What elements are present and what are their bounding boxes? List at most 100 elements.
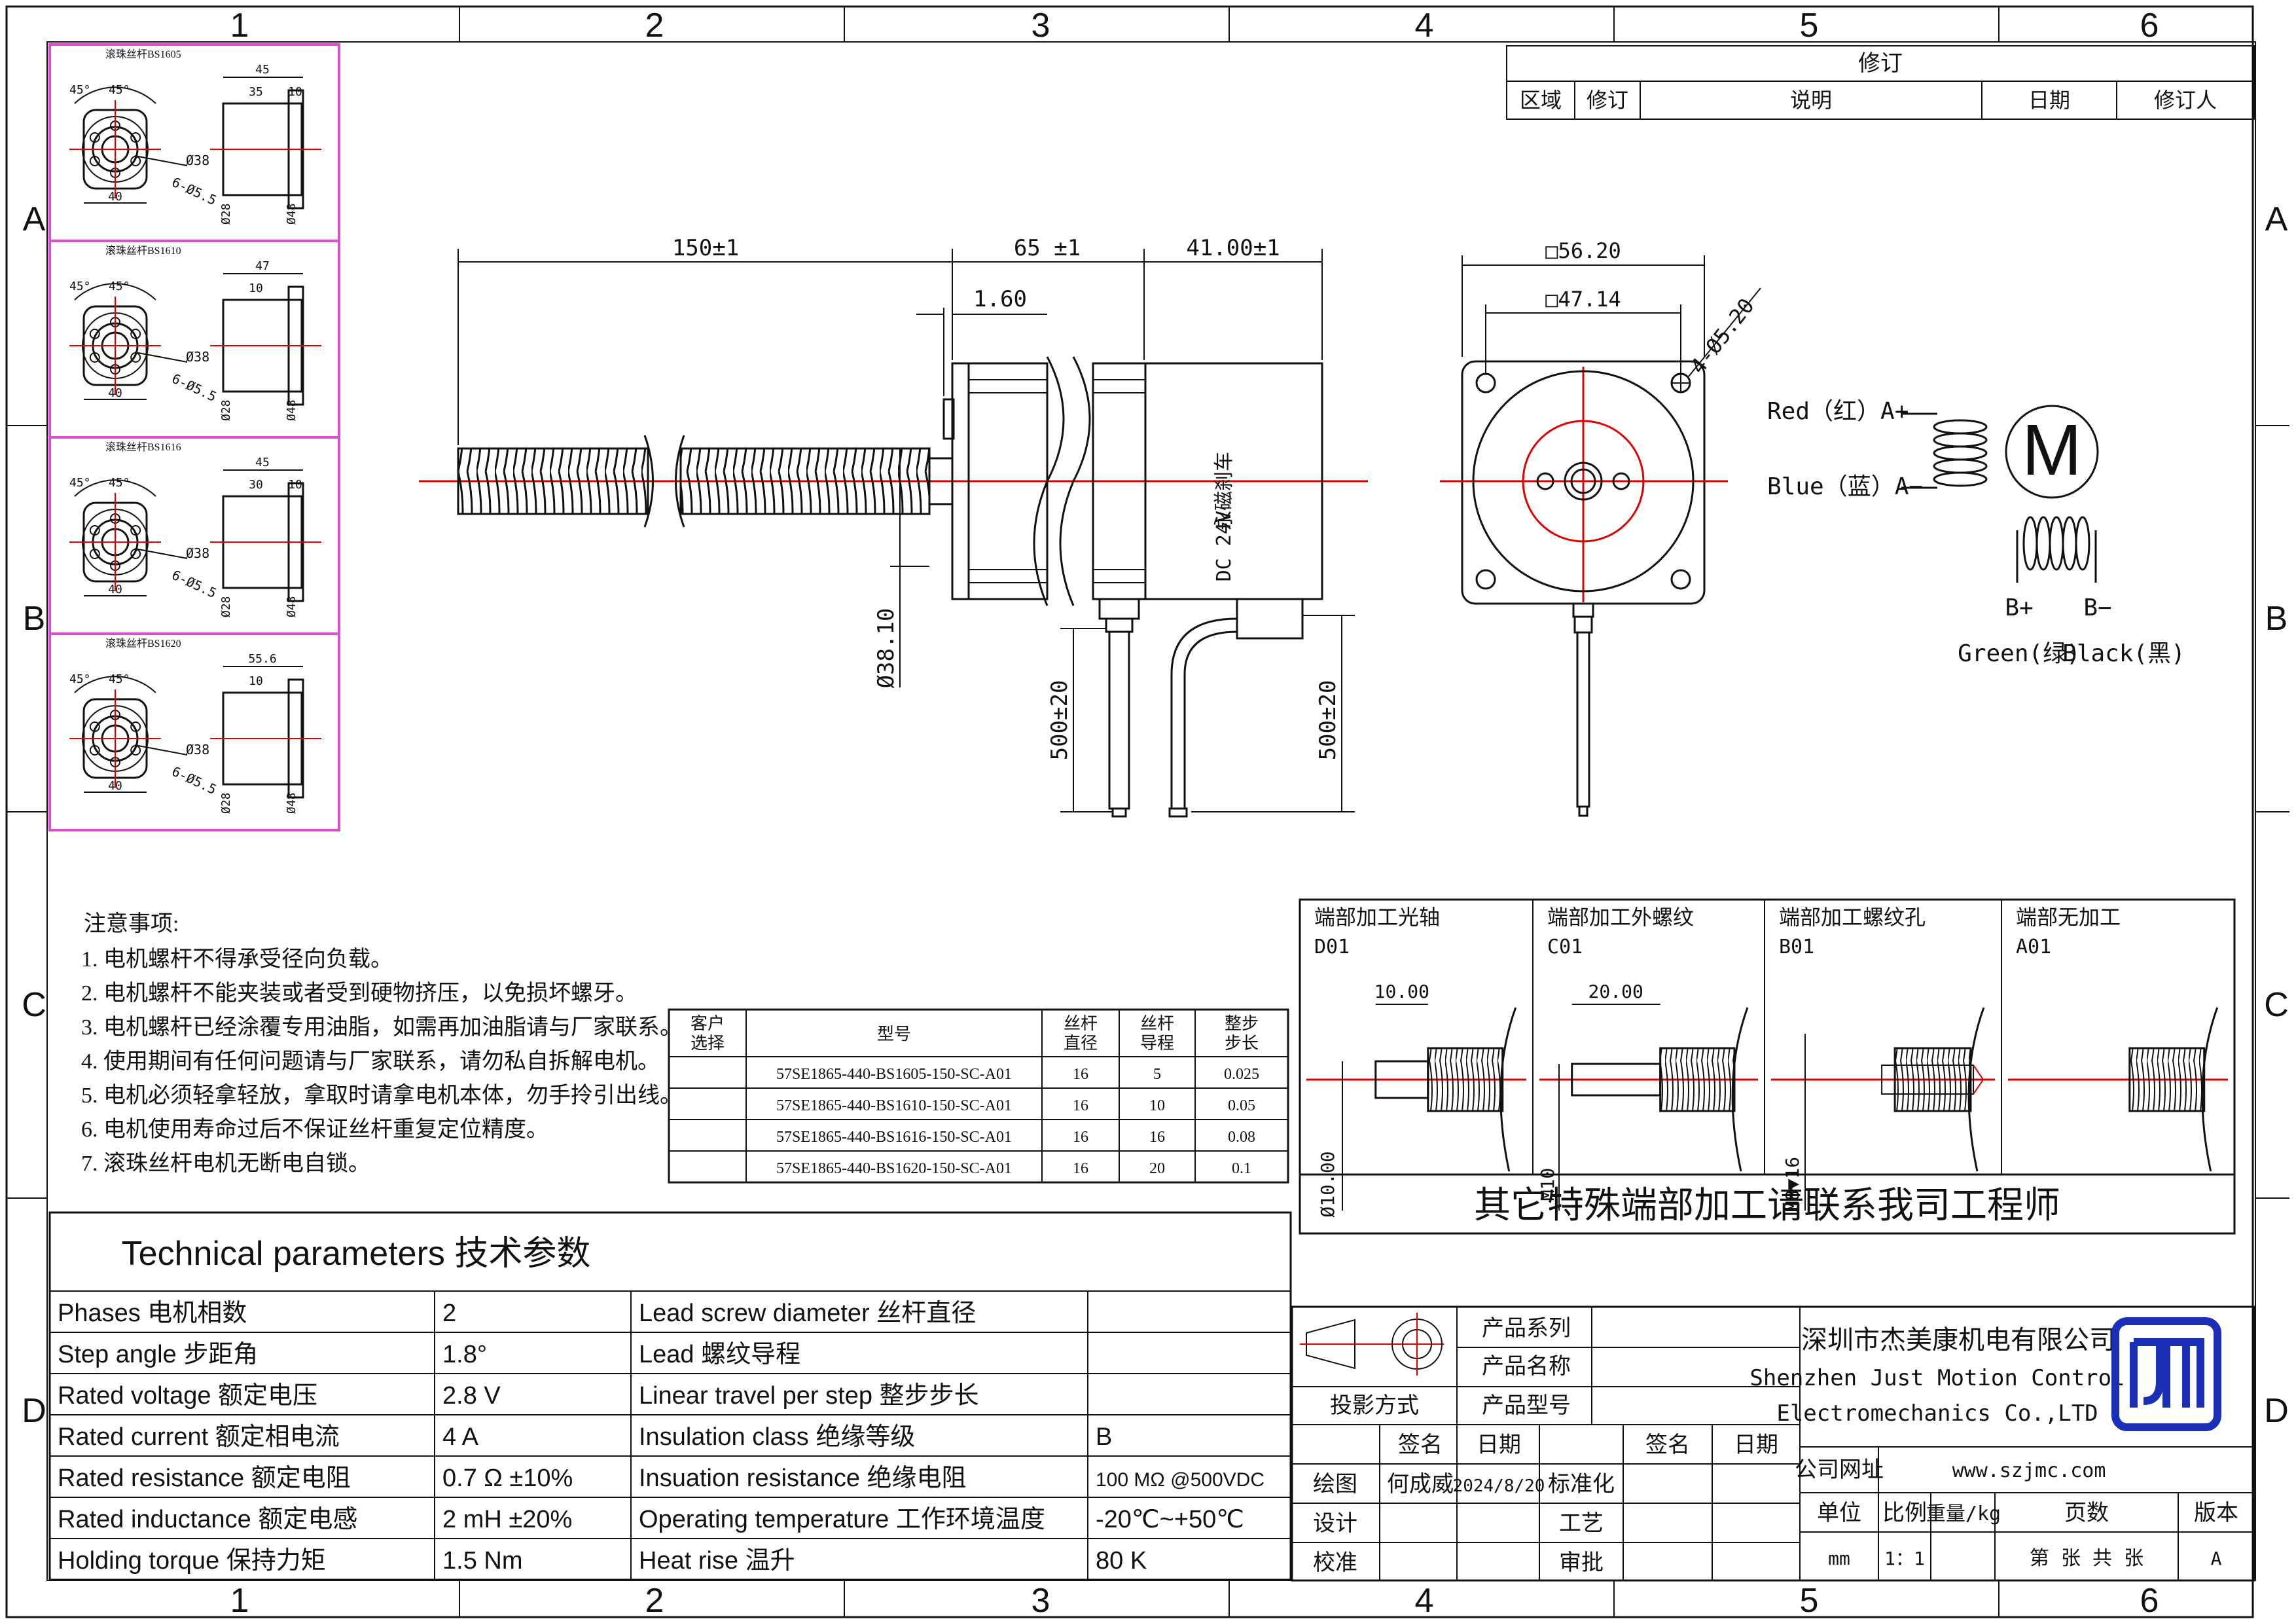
tech-cell: 2 (442, 1300, 456, 1327)
tech-params-table: Technical parameters 技术参数 Phases 电机相数 2 Lea… (48, 1211, 1292, 1581)
end-option-code: A01 (2016, 936, 2051, 958)
dim-motor-length: 65 ±1 (1014, 235, 1081, 261)
tech-cell: Phases 电机相数 (58, 1300, 247, 1327)
angle-label: 45° (109, 672, 130, 686)
model-cell: 20 (1149, 1160, 1165, 1177)
wire-bminus: B− (2083, 594, 2111, 621)
company-en-2: Electromechanics Co.,LTD (1776, 1400, 2098, 1427)
end-options-footer: 其它特殊端部加工请联系我司工程师 (1474, 1186, 2060, 1226)
brake-label: 永磁刹车 (1213, 452, 1236, 530)
pcd-label: Ø38 (186, 153, 209, 168)
nut-dim-a: 30 (249, 478, 263, 492)
projection-cone (1306, 1319, 1355, 1370)
tb-sign: 签名 (1398, 1432, 1443, 1458)
wire-black-label: Black(黑) (2062, 640, 2185, 667)
model-header: 直径 (1064, 1034, 1098, 1053)
angle-label: 45° (69, 83, 91, 97)
tb-approve: 审批 (1559, 1550, 1604, 1576)
tech-cell: 100 MΩ @500VDC (1096, 1469, 1265, 1491)
tech-cell: 80 K (1096, 1547, 1147, 1575)
angle-label: 45° (109, 280, 130, 293)
dim-brake-length: 41.00±1 (1186, 235, 1280, 261)
tb-series: 产品系列 (1482, 1315, 1571, 1341)
wire-green-label: Green(绿) (1958, 640, 2081, 667)
model-cell: 0.08 (1228, 1129, 1255, 1146)
tech-cell: Insulation class 绝缘等级 (639, 1423, 915, 1451)
tb-scale: 1：1 (1884, 1548, 1925, 1569)
angle-label: 45° (109, 476, 130, 490)
model-cell: 5 (1153, 1066, 1161, 1083)
model-header: 丝杆 (1140, 1014, 1174, 1034)
model-cell: 16 (1073, 1160, 1088, 1177)
tb-name: 产品名称 (1482, 1353, 1571, 1379)
angle-label: 45° (69, 280, 91, 293)
dim-lead-2: 500±20 (1315, 680, 1341, 761)
holes-label: 6-Ø5.5 (170, 567, 219, 601)
row-label: D (22, 1392, 46, 1430)
pcd-label: Ø38 (186, 545, 209, 561)
col-label: 5 (1800, 1582, 1819, 1620)
wire-blue-label: Blue（蓝）A− (1767, 473, 1923, 500)
revision-header: 说明 (1790, 88, 1832, 113)
tb-unit: mm (1828, 1548, 1850, 1569)
dim-lead-1: 500±20 (1047, 680, 1073, 761)
end-option-title: 端部加工外螺纹 (1547, 905, 1694, 930)
tb-web: www.szjmc.com (1952, 1459, 2106, 1482)
nut-dim-a: 10 (249, 282, 263, 295)
motor-symbol (2005, 405, 2099, 499)
note-item: 6. 电机使用寿命过后不保证丝杆重复定位精度。 (81, 1117, 548, 1142)
col-label: 1 (230, 7, 249, 45)
wire-red-label: Red（红）A+ (1767, 398, 1909, 425)
nut-dim-a: 10 (249, 674, 263, 688)
model-header: 步长 (1225, 1034, 1259, 1053)
angle-label: 45° (109, 83, 130, 97)
note-item: 3. 电机螺杆已经涂覆专用油脂，如需再加油脂请与厂家联系。 (81, 1015, 682, 1040)
flange-dia: Ø48 (285, 399, 298, 421)
tech-cell: Step angle 步距角 (58, 1341, 258, 1368)
row-label: C (22, 986, 46, 1024)
holes-label: 6-Ø5.5 (170, 371, 219, 405)
tech-title: Technical parameters 技术参数 (122, 1235, 591, 1273)
holes-label: 6-Ø5.5 (170, 174, 219, 208)
lead-screw-right (679, 447, 931, 515)
col-label: 4 (1415, 7, 1434, 45)
note-item: 2. 电机螺杆不能夹装或者受到硬物挤压，以免损坏螺牙。 (81, 981, 637, 1006)
model-header: 选择 (691, 1034, 725, 1053)
flange-dia: Ø48 (285, 596, 298, 617)
tech-cell: Operating temperature 工作环境温度 (639, 1506, 1045, 1533)
end-dim-length: 20.00 (1588, 981, 1643, 1002)
tech-cell: 4 A (442, 1423, 479, 1451)
tb-version-label: 版本 (2194, 1500, 2238, 1526)
screw-segment (1427, 1047, 1504, 1112)
tech-cell: Rated resistance 额定电阻 (58, 1465, 351, 1492)
nut-dia: Ø28 (219, 203, 233, 225)
end-option-code: C01 (1547, 936, 1583, 958)
tech-cell: B (1096, 1423, 1112, 1451)
tech-cell: Lead screw diameter 丝杆直径 (639, 1300, 976, 1327)
wire-bplus: B+ (2005, 594, 2033, 621)
panel-title: 滚珠丝杆BS1610 (105, 245, 181, 257)
revision-title: 修订 (1858, 50, 1903, 77)
model-table: 客户选择型号丝杆直径丝杆导程整步步长57SE1865-440-BS1605-15… (668, 1008, 1289, 1184)
tech-cell: Heat rise 温升 (639, 1547, 795, 1575)
angle-label: 45° (69, 476, 91, 490)
model-cell: 57SE1865-440-BS1620-150-SC-A01 (776, 1160, 1012, 1177)
nut-dim-b: 10 (288, 85, 302, 99)
note-item: 5. 电机必须轻拿轻放，拿取时请拿电机本体，勿手拎引出线。 (81, 1083, 682, 1108)
tb-process: 工艺 (1559, 1510, 1604, 1537)
nut-dim-a: 35 (249, 85, 263, 99)
tb-sign2: 签名 (1645, 1432, 1690, 1458)
col-label: 6 (2140, 1582, 2159, 1620)
tech-cell: 2.8 V (442, 1382, 501, 1410)
pcd-label: Ø38 (186, 349, 209, 365)
brake-voltage: DC 24V (1213, 511, 1236, 581)
tb-pages-label: 页数 (2064, 1500, 2109, 1526)
end-options: 其它特殊端部加工请联系我司工程师端部加工光轴D0110.00Ø10.00端部加工… (1299, 898, 2236, 1235)
dim-screw-length: 150±1 (672, 235, 739, 261)
tech-cell: Holding torque 保持力矩 (58, 1547, 326, 1575)
